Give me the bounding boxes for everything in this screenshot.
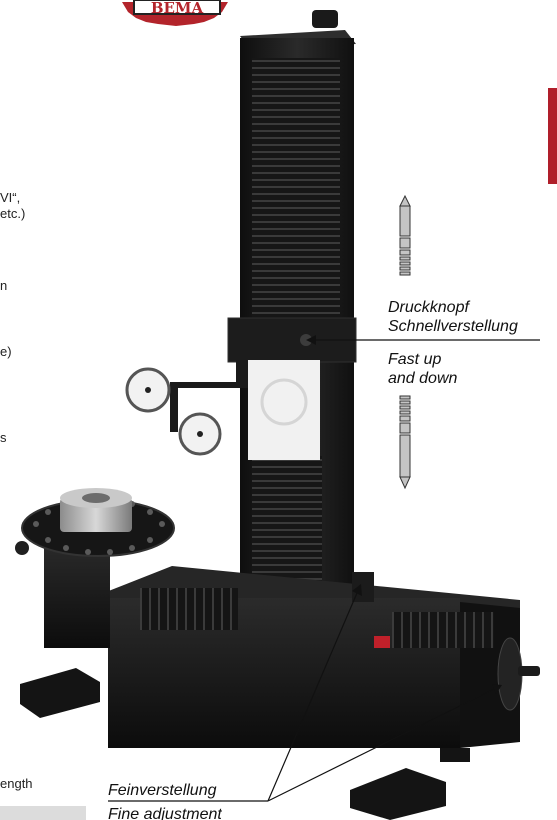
gray-footer-bar	[0, 806, 86, 820]
left-text-fragment-6: ength	[0, 776, 33, 791]
caption-fast-en-line2: and down	[388, 370, 458, 387]
red-section-tab	[548, 88, 557, 184]
arrow-up-icon	[399, 194, 411, 276]
caption-fine-en: Fine adjustment	[108, 806, 222, 820]
caption-fast-en-line1: Fast up	[388, 351, 442, 368]
left-text-fragment-2: etc.)	[0, 206, 26, 221]
left-text-fragment-5: s	[0, 430, 7, 445]
left-text-fragment-4: e)	[0, 344, 12, 359]
bema-logo: BEMA	[122, 0, 228, 26]
arrow-down-icon	[399, 395, 411, 490]
left-text-fragment-1: VI“,	[0, 190, 21, 205]
caption-fine-de: Feinverstellung	[108, 782, 217, 799]
svg-text:BEMA: BEMA	[151, 0, 204, 17]
caption-fast-de-line2: Schnellverstellung	[388, 318, 518, 335]
caption-fast-de-line1: Druckknopf	[388, 299, 469, 316]
left-text-fragment-3: n	[0, 278, 8, 293]
